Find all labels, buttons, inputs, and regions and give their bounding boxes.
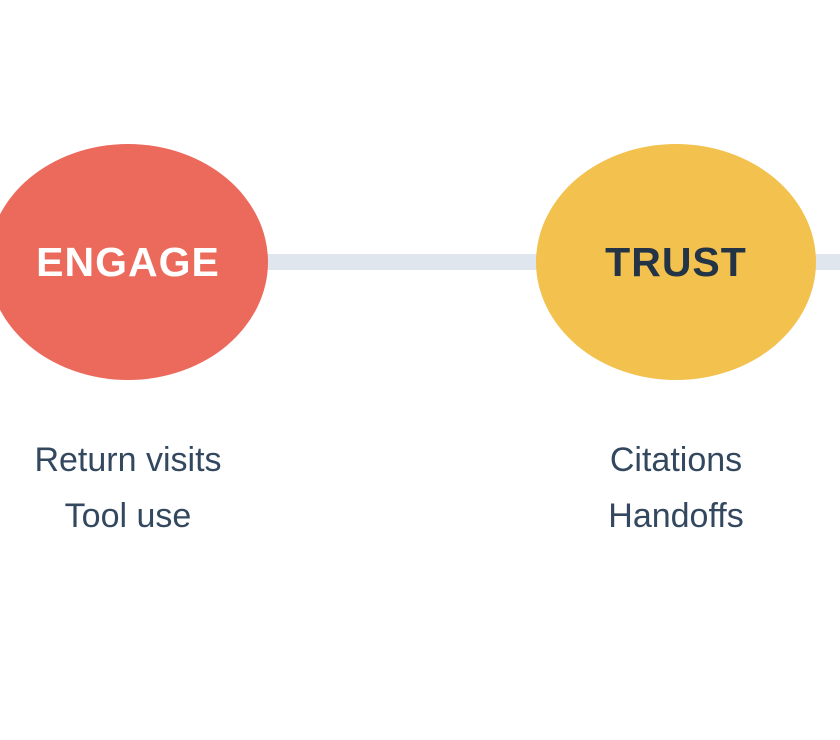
- metric-handoffs: Handoffs: [608, 497, 744, 535]
- metrics-list-trust: Citations Handoffs: [536, 432, 816, 544]
- metric-tool-use: Tool use: [64, 497, 192, 535]
- stage-node-engage: ENGAGE: [0, 144, 268, 380]
- metric-return-visits: Return visits: [34, 441, 222, 479]
- connector-engage-trust: [262, 254, 542, 270]
- connector-trust-next: [810, 254, 840, 270]
- stage-label-trust: TRUST: [605, 238, 747, 285]
- stage-node-trust: TRUST: [536, 144, 816, 380]
- stage-label-engage: ENGAGE: [36, 238, 220, 285]
- metric-citations: Citations: [609, 441, 743, 479]
- metrics-list-engage: Return visits Tool use: [0, 432, 268, 544]
